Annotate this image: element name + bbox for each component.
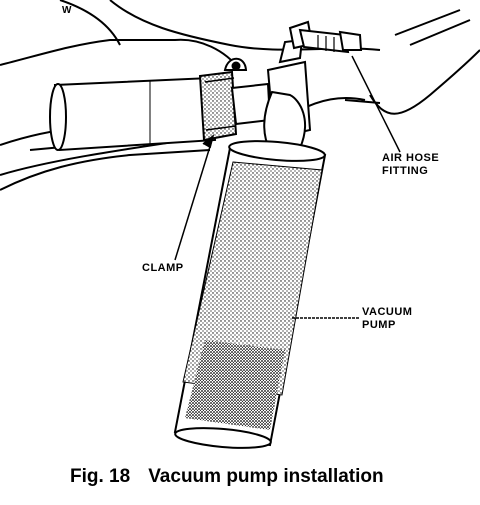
vacuum-pump-label-line2: PUMP	[362, 319, 396, 331]
air-hose-label-line1: AIR HOSE	[382, 152, 440, 164]
figure-caption: Fig. 18 Vacuum pump installation	[70, 466, 470, 488]
figure-title: Vacuum pump installation	[148, 466, 384, 487]
figure-number: Fig. 18	[70, 466, 131, 487]
air-hose-fitting-label: AIR HOSE FITTING	[382, 152, 439, 178]
leader-clamp	[174, 139, 213, 261]
air-hose-label-line2: FITTING	[382, 165, 429, 177]
leader-air-hose	[351, 55, 401, 153]
clamp	[198, 57, 248, 142]
clamp-label: CLAMP	[142, 262, 184, 274]
w-mark-label: W	[62, 5, 72, 16]
leader-lines	[174, 55, 401, 319]
vacuum-pump-body	[173, 90, 327, 449]
vacuum-pump-label: VACUUM PUMP	[362, 306, 412, 332]
tube-assembly	[49, 76, 217, 152]
vacuum-pump-label-line1: VACUUM	[362, 306, 413, 318]
